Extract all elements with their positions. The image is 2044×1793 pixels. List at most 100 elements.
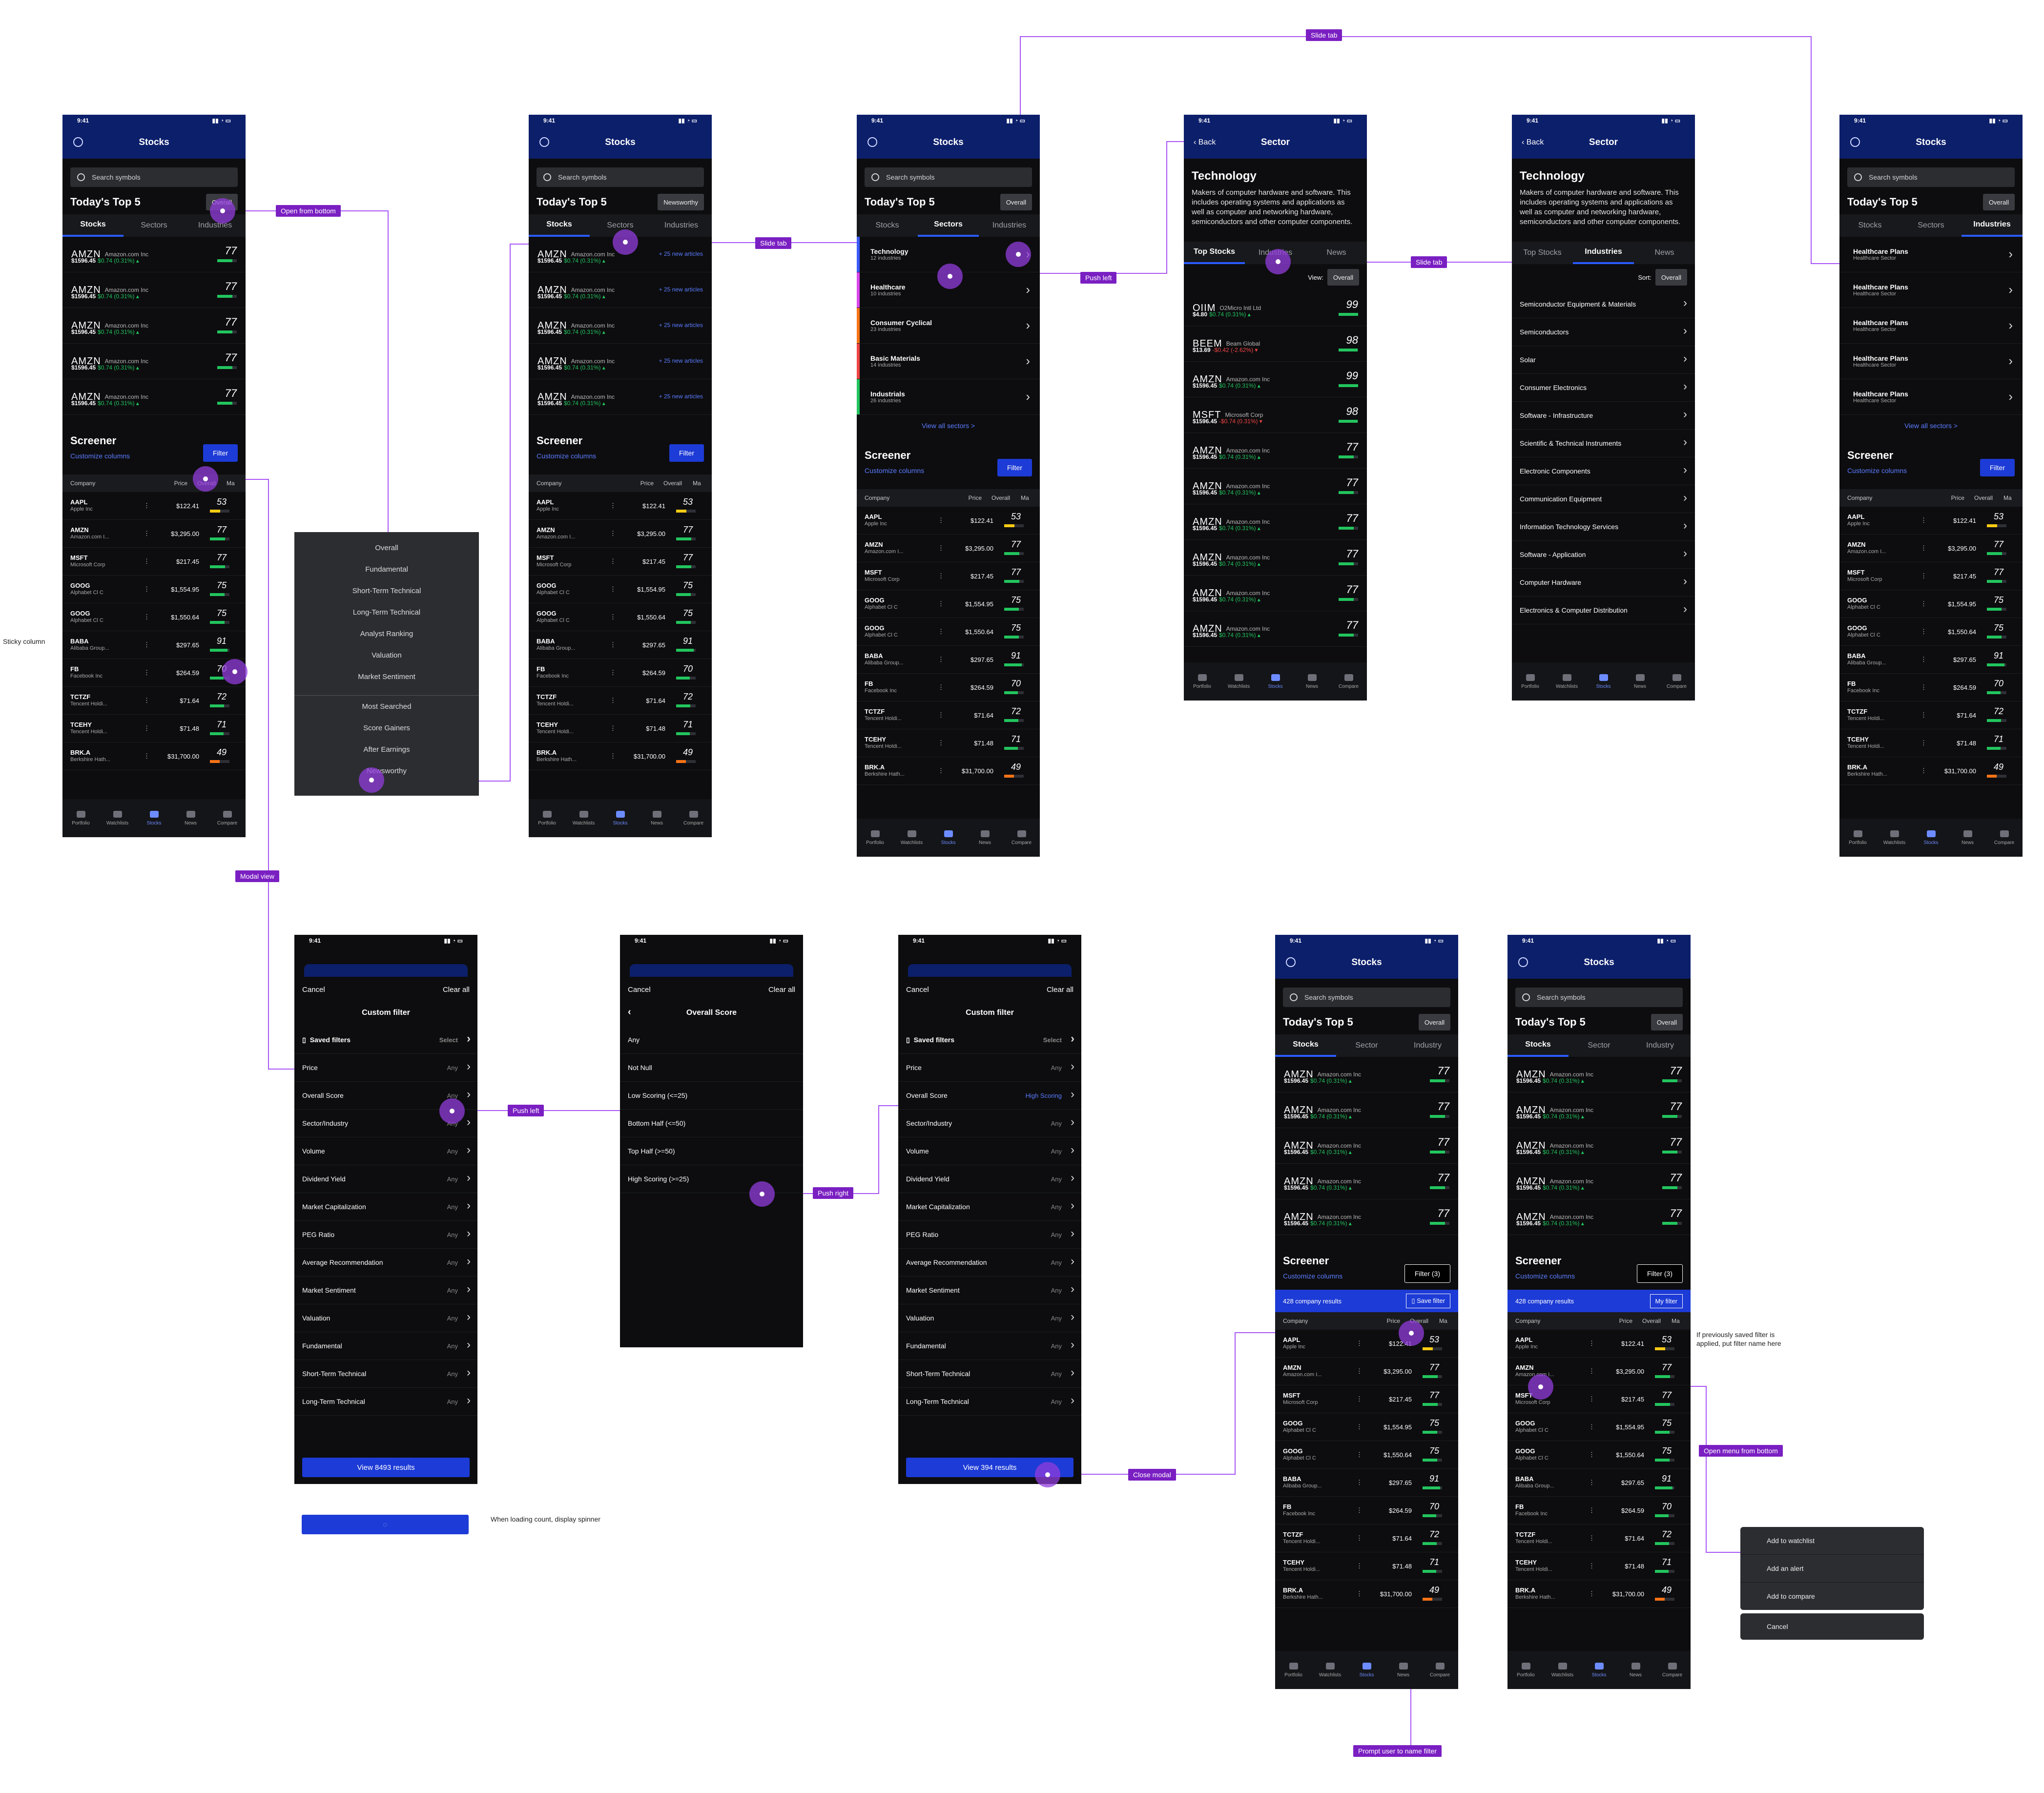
news-link[interactable]: + 25 new articles bbox=[659, 393, 703, 400]
newsworthy-dropdown[interactable]: Newsworthy bbox=[658, 194, 704, 210]
row-menu-icon[interactable]: ⋮ bbox=[1589, 1423, 1595, 1430]
menu-item[interactable]: Analyst Ranking bbox=[360, 629, 413, 638]
industry-item[interactable]: Information Technology Services bbox=[1512, 513, 1695, 541]
row-menu-icon[interactable]: ⋮ bbox=[1589, 1506, 1595, 1514]
filter-count-button[interactable]: Filter (3) bbox=[1636, 1264, 1683, 1283]
tab-industries[interactable]: Industries bbox=[1573, 242, 1634, 264]
nav-item-compare[interactable]: Compare bbox=[1003, 819, 1040, 857]
row-menu-icon[interactable]: ⋮ bbox=[1589, 1562, 1595, 1569]
row-menu-icon[interactable]: ⋮ bbox=[1920, 767, 1927, 774]
nav-item-stocks[interactable]: Stocks bbox=[1913, 819, 1949, 857]
back-chevron-icon[interactable]: ‹ bbox=[628, 1007, 631, 1017]
tab-top-stocks[interactable]: Top Stocks bbox=[1184, 242, 1245, 264]
row-menu-icon[interactable]: ⋮ bbox=[1356, 1340, 1363, 1347]
nav-item-portfolio[interactable]: Portfolio bbox=[857, 819, 893, 857]
row-menu-icon[interactable]: ⋮ bbox=[1356, 1451, 1363, 1458]
industry-item[interactable]: Scientific & Technical Instruments bbox=[1512, 430, 1695, 457]
menu-item[interactable]: Newsworthy bbox=[367, 766, 407, 775]
nav-item-stocks[interactable]: Stocks bbox=[1585, 662, 1622, 701]
tab-stocks[interactable]: Stocks bbox=[62, 214, 124, 237]
row-menu-icon[interactable]: ⋮ bbox=[938, 739, 944, 746]
tab-stocks[interactable]: Stocks bbox=[1275, 1034, 1336, 1057]
row-menu-icon[interactable]: ⋮ bbox=[1920, 739, 1927, 746]
col-more[interactable]: Ma bbox=[227, 480, 235, 487]
row-menu-icon[interactable]: ⋮ bbox=[1589, 1534, 1595, 1542]
industry-item[interactable]: Solar bbox=[1512, 346, 1695, 374]
col-company[interactable]: Company bbox=[1515, 1318, 1541, 1324]
nav-item-news[interactable]: News bbox=[639, 799, 675, 837]
nav-item-news[interactable]: News bbox=[172, 799, 209, 837]
score-option[interactable]: Bottom Half (<=50) bbox=[620, 1110, 803, 1137]
col-company[interactable]: Company bbox=[865, 495, 890, 501]
tab-industries[interactable]: Industries bbox=[1961, 214, 2023, 237]
row-menu-icon[interactable]: ⋮ bbox=[610, 585, 616, 593]
row-menu-icon[interactable]: ⋮ bbox=[1356, 1479, 1363, 1486]
nav-item-portfolio[interactable]: Portfolio bbox=[1512, 662, 1548, 701]
tab-stocks[interactable]: Stocks bbox=[875, 221, 899, 229]
col-price[interactable]: Price bbox=[968, 495, 982, 501]
row-menu-icon[interactable]: ⋮ bbox=[144, 613, 150, 620]
customize-columns-link[interactable]: Customize columns bbox=[1847, 467, 1907, 474]
user-icon[interactable] bbox=[539, 137, 549, 147]
row-menu-icon[interactable]: ⋮ bbox=[938, 572, 944, 579]
row-menu-icon[interactable]: ⋮ bbox=[938, 683, 944, 691]
back-button[interactable]: ‹ Back bbox=[1522, 138, 1544, 146]
nav-item-portfolio[interactable]: Portfolio bbox=[529, 799, 565, 837]
row-menu-icon[interactable]: ⋮ bbox=[938, 516, 944, 524]
col-overall[interactable]: Overall bbox=[663, 480, 682, 487]
industry-item[interactable]: Consumer Electronics bbox=[1512, 374, 1695, 402]
row-menu-icon[interactable]: ⋮ bbox=[938, 628, 944, 635]
score-option[interactable]: Any bbox=[620, 1026, 803, 1054]
col-overall[interactable]: Overall bbox=[1642, 1318, 1661, 1324]
row-menu-icon[interactable]: ⋮ bbox=[144, 585, 150, 593]
row-menu-icon[interactable]: ⋮ bbox=[610, 752, 616, 760]
tab-news[interactable]: News bbox=[1326, 248, 1346, 257]
tab-industries[interactable]: Industries bbox=[664, 221, 699, 229]
tab-stocks[interactable]: Stocks bbox=[529, 214, 590, 237]
tab-industries[interactable]: Industries bbox=[992, 221, 1027, 229]
nav-item-news[interactable]: News bbox=[1622, 662, 1658, 701]
menu-item[interactable]: Short-Term Technical bbox=[352, 586, 421, 595]
col-more[interactable]: Ma bbox=[1021, 495, 1029, 501]
col-price[interactable]: Price bbox=[174, 480, 187, 487]
col-more[interactable]: Ma bbox=[1439, 1318, 1447, 1324]
row-menu-icon[interactable]: ⋮ bbox=[610, 724, 616, 732]
nav-item-portfolio[interactable]: Portfolio bbox=[1839, 819, 1876, 857]
industry-item[interactable]: Software - Application bbox=[1512, 541, 1695, 569]
row-menu-icon[interactable]: ⋮ bbox=[144, 530, 150, 537]
customize-columns-link[interactable]: Customize columns bbox=[1283, 1272, 1343, 1280]
menu-item[interactable]: Market Sentiment bbox=[358, 672, 415, 681]
